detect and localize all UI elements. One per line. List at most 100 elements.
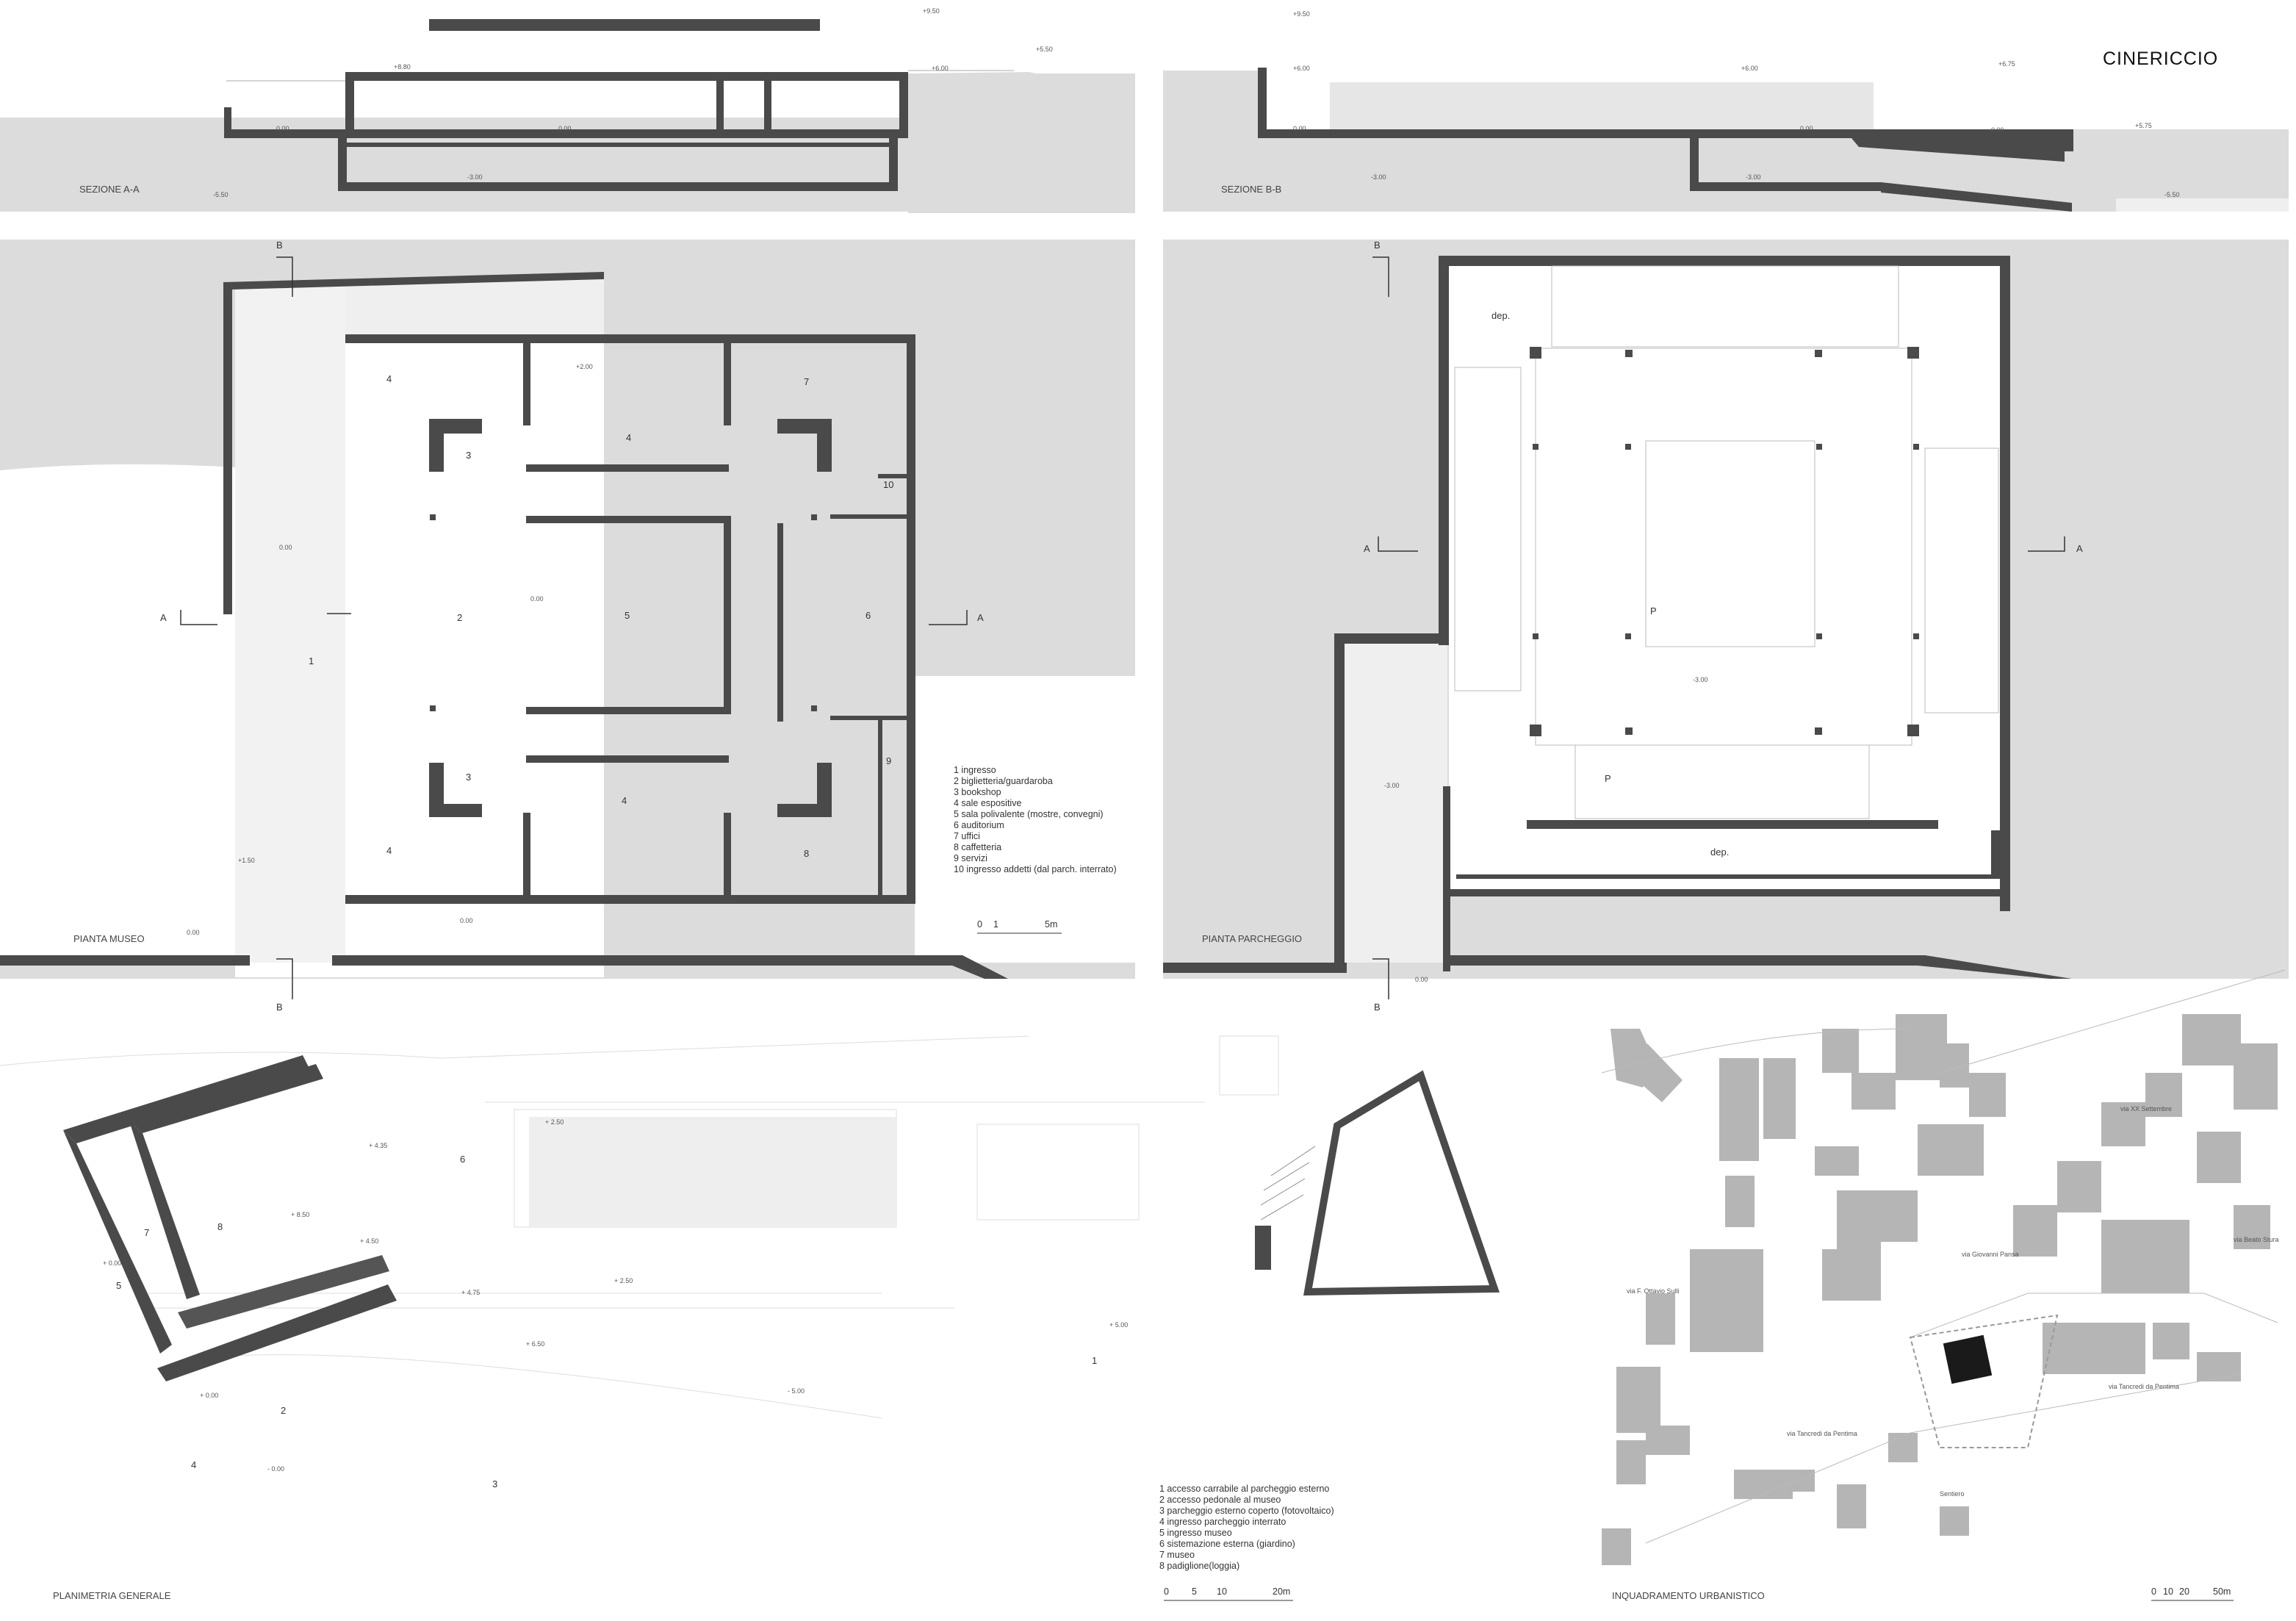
label: +6.00 xyxy=(1741,65,1758,72)
label: 5 sala polivalente (mostre, convegni) xyxy=(954,809,1104,819)
label: -5.50 xyxy=(213,191,228,198)
label: 2 biglietteria/guardaroba xyxy=(954,776,1053,786)
project-title: CINERICCIO xyxy=(2103,48,2218,69)
label: 5 xyxy=(116,1280,121,1291)
label: 4 sale espositive xyxy=(954,798,1021,808)
label: 6 sistemazione esterna (giardino) xyxy=(1159,1539,1295,1549)
label: 3 xyxy=(492,1478,497,1489)
museum-scale: 0 1 5m xyxy=(977,919,1062,934)
label: dep. xyxy=(1491,310,1510,321)
label: 3 parcheggio esterno coperto (fotovoltai… xyxy=(1159,1506,1334,1516)
label: PLANIMETRIA GENERALE xyxy=(53,1590,171,1601)
label: B xyxy=(1374,240,1381,251)
label: A xyxy=(1364,543,1370,554)
label: 50m xyxy=(2213,1586,2231,1597)
site-plan: 1 2 3 4 5 6 7 8 + 4.35 + 8.50 + 4.50 + 4… xyxy=(0,1035,1500,1601)
label: P xyxy=(1605,773,1611,784)
label: 5 xyxy=(1192,1586,1197,1597)
label: Sentiero xyxy=(1940,1490,1965,1498)
label: 0.00 xyxy=(1800,125,1813,132)
label: 2 xyxy=(281,1405,286,1416)
label: -3.00 xyxy=(1746,173,1761,181)
label: 10 ingresso addetti (dal parch. interrat… xyxy=(954,864,1117,874)
label: + 5.00 xyxy=(1109,1321,1128,1329)
label: 9 xyxy=(886,755,891,766)
label: + 4.35 xyxy=(369,1142,387,1149)
label: A xyxy=(160,612,167,623)
label: via Beato Stura xyxy=(2234,1236,2279,1243)
label: 6 xyxy=(460,1154,465,1165)
label: 0.00 xyxy=(1415,976,1428,983)
label: + 6.50 xyxy=(526,1340,544,1348)
label: 0.00 xyxy=(1293,125,1306,132)
urban-scale: 0 10 20 50m xyxy=(2151,1586,2234,1601)
label: +6.00 xyxy=(932,65,949,72)
section-a-a: SEZIONE A-A +9.50 +8.80 +6.00 +5.50 0.00… xyxy=(0,7,1135,213)
label: 3 xyxy=(466,450,471,461)
label: INQUADRAMENTO URBANISTICO xyxy=(1612,1590,1765,1601)
label: 6 auditorium xyxy=(954,820,1004,830)
label: + 0.00 xyxy=(200,1392,218,1399)
label: 5 ingresso museo xyxy=(1159,1528,1232,1538)
museum-legend: 1 ingresso 2 biglietteria/guardaroba 3 b… xyxy=(954,765,1117,874)
site-legend: 1 accesso carrabile al parcheggio estern… xyxy=(1159,1484,1334,1571)
label: +6.75 xyxy=(1998,60,2015,68)
label: 1 xyxy=(1092,1355,1097,1366)
label: B xyxy=(1374,1002,1381,1013)
label: + 4.50 xyxy=(360,1237,378,1245)
label: +5.50 xyxy=(1036,46,1053,53)
label: 6 xyxy=(866,610,871,621)
roof-slab xyxy=(429,19,820,31)
label: 1 xyxy=(309,655,314,666)
label: -3.00 xyxy=(1384,782,1400,789)
label: 9 servizi xyxy=(954,853,987,863)
label: -5.50 xyxy=(2164,191,2180,198)
label: + 2.50 xyxy=(614,1277,633,1284)
label: 8 xyxy=(217,1221,223,1232)
label: 0.00 xyxy=(276,125,289,132)
label: -3.00 xyxy=(1371,173,1386,181)
label: 2 xyxy=(457,612,462,623)
label: via XX Settembre xyxy=(2120,1105,2172,1113)
label: + 4.75 xyxy=(461,1289,480,1296)
label: +1.50 xyxy=(238,857,255,864)
label: -3.00 xyxy=(1693,676,1708,683)
label: 0.00 xyxy=(530,595,544,603)
label: via F. Ottavio Sulli xyxy=(1627,1287,1680,1295)
label: 1 ingresso xyxy=(954,765,996,775)
label: dep. xyxy=(1710,847,1729,858)
label: +9.50 xyxy=(1293,10,1310,18)
label: P xyxy=(1650,605,1657,617)
label: - 5.00 xyxy=(788,1387,805,1395)
label: 3 xyxy=(466,772,471,783)
label: + 0.00 xyxy=(103,1259,121,1267)
urban-context: via XX Settembre via Giovanni Pansa via … xyxy=(1601,969,2286,1601)
label: + 2.50 xyxy=(545,1118,564,1126)
section-b-b: SEZIONE B-B +9.50 +6.00 +6.00 +6.75 0.00… xyxy=(1163,10,2289,212)
plan-parking: B B A A dep. dep. P P -3.00 -3.00 0.00 P… xyxy=(1163,240,2289,1013)
label: via Tancredi da Pentima xyxy=(1787,1430,1857,1437)
label: -3.00 xyxy=(467,173,483,181)
label: 5m xyxy=(1045,919,1057,930)
label: 7 xyxy=(144,1227,149,1238)
label: +5.75 xyxy=(2135,122,2152,129)
label: PIANTA PARCHEGGIO xyxy=(1202,933,1302,944)
label: +8.80 xyxy=(394,63,411,71)
label: A xyxy=(2076,543,2083,554)
museum-block xyxy=(1943,1334,1993,1384)
site-scale: 0 5 10 20m xyxy=(1164,1586,1293,1601)
label: 1 xyxy=(993,919,998,930)
label: 10 xyxy=(883,479,893,490)
label: 10 xyxy=(2163,1586,2173,1597)
section-a-label: SEZIONE A-A xyxy=(79,184,140,195)
label: 4 xyxy=(386,373,392,384)
label: 0.00 xyxy=(460,917,473,924)
label: 4 ingresso parcheggio interrato xyxy=(1159,1517,1286,1527)
label: 7 xyxy=(804,376,809,387)
label: +6.00 xyxy=(1293,65,1310,72)
label: 4 xyxy=(191,1459,196,1470)
label: 4 xyxy=(626,432,631,443)
label: 0.00 xyxy=(1991,126,2004,134)
label: 7 uffici xyxy=(954,831,980,841)
